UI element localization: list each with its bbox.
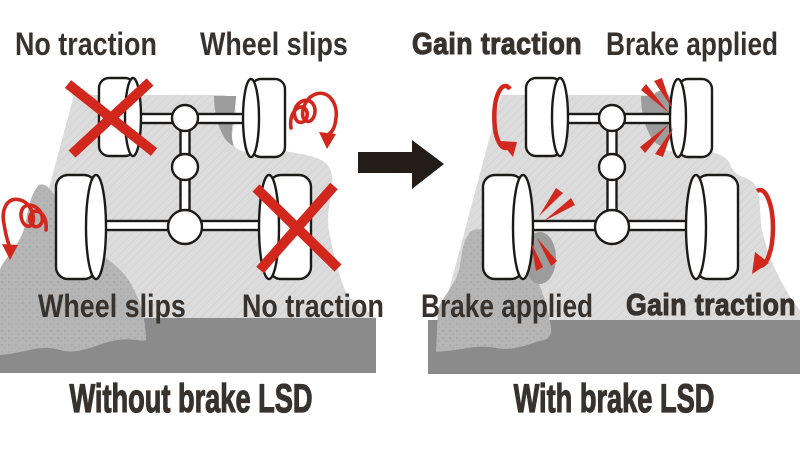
wheel-front-left: [524, 76, 570, 158]
center-joint: [597, 152, 627, 182]
rotation-arrow-icon: [752, 187, 776, 274]
label-brake-applied-rear: Brake applied: [421, 288, 594, 324]
rotation-arrow-icon: [492, 83, 517, 157]
panel-without-lsd: [0, 76, 376, 373]
wheel-rear-right: [684, 173, 740, 281]
rear-differential: [593, 208, 631, 246]
center-joint: [170, 152, 200, 182]
right-arrow-icon: [358, 140, 444, 189]
wheel-rear-left: [54, 173, 108, 281]
front-differential: [597, 103, 627, 133]
label-wheel-slips-front: Wheel slips: [200, 26, 348, 62]
wheel-rear-left: [481, 173, 535, 281]
red-cross-icon: [64, 78, 158, 158]
rear-differential: [166, 208, 204, 246]
red-cross-icon: [252, 182, 342, 274]
label-gain-traction-rear: Gain traction: [626, 286, 797, 322]
drivetrain: [481, 76, 740, 281]
label-wheel-slips-rear: Wheel slips: [38, 288, 186, 324]
wheel-front-right: [241, 77, 287, 159]
label-gain-traction-front: Gain traction: [412, 25, 583, 61]
panel-with-lsd: [428, 76, 800, 374]
brake-flash-icon: [640, 78, 673, 157]
label-no-traction-front: No traction: [15, 26, 157, 62]
wheel-front-right: [668, 77, 714, 159]
label-no-traction-rear: No traction: [242, 288, 384, 324]
spiral-slip-arrow-icon: [1, 197, 48, 260]
caption-without-brake-lsd: Without brake LSD: [69, 376, 313, 421]
spiral-slip-arrow-icon: [288, 91, 339, 149]
label-brake-applied-front: Brake applied: [606, 26, 779, 62]
front-differential: [170, 103, 200, 133]
brake-flash-icon: [531, 188, 575, 271]
caption-with-brake-lsd: With brake LSD: [513, 376, 715, 421]
